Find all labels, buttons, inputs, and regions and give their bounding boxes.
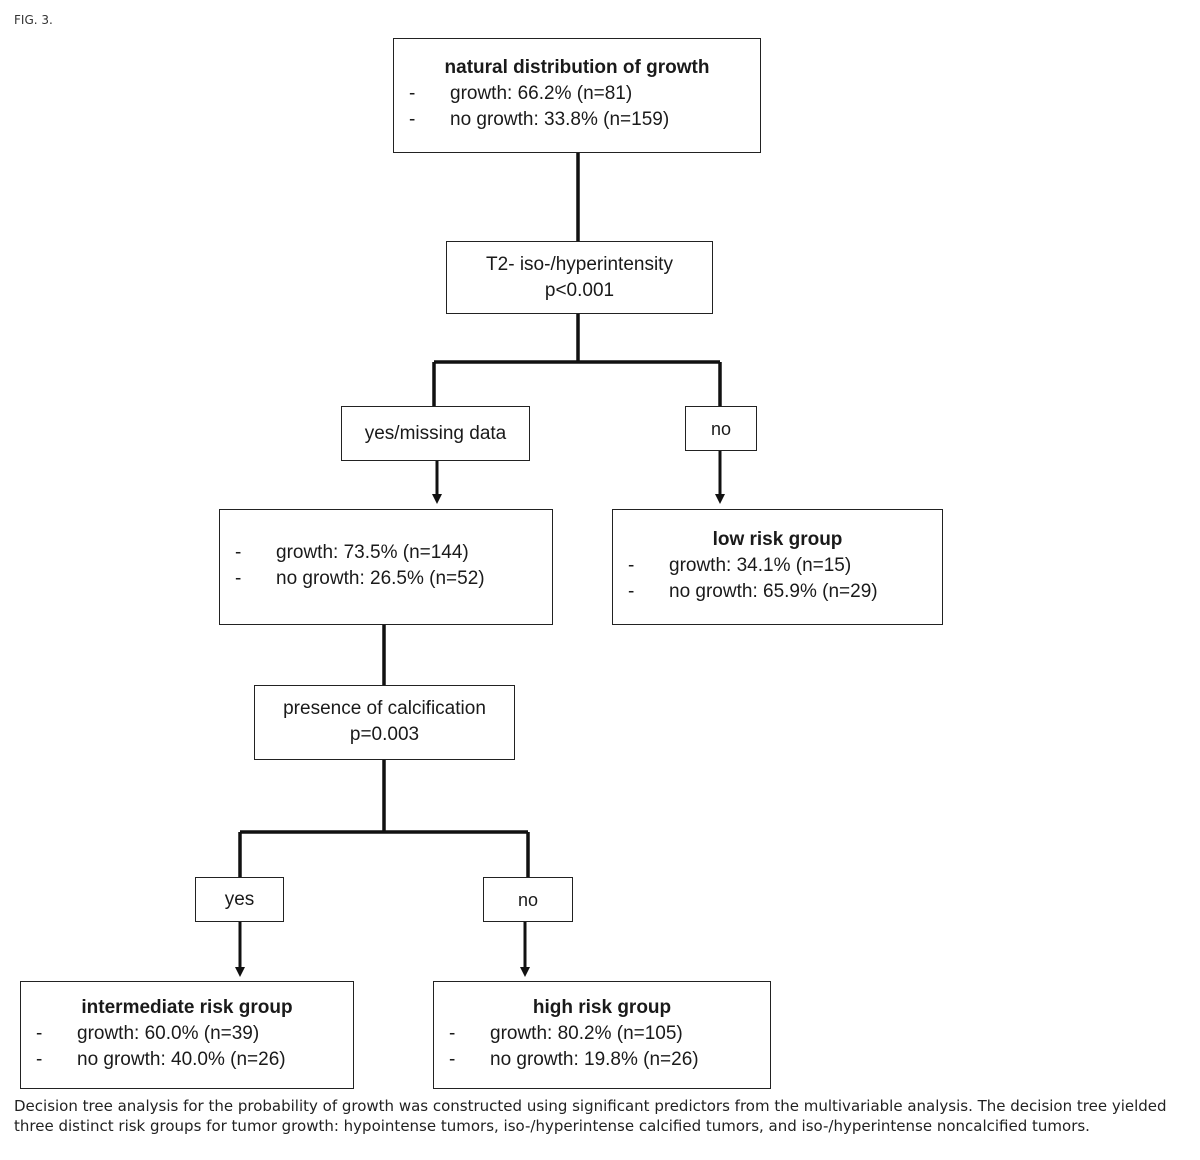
- inner-node: - growth: 73.5% (n=144) - no growth: 26.…: [219, 509, 553, 625]
- bullet-dash: -: [36, 1049, 43, 1070]
- intermediate-risk-group-node: intermediate risk group - growth: 60.0% …: [20, 981, 354, 1089]
- figure-caption: Decision tree analysis for the probabili…: [14, 1097, 1167, 1135]
- low-risk-group-node: low risk group - growth: 34.1% (n=15) - …: [612, 509, 943, 625]
- branch-label-no-2-text: no: [517, 889, 539, 910]
- bullet-dash: -: [628, 581, 635, 602]
- bullet-dash: -: [235, 568, 242, 589]
- root-node-line: - growth: 66.2% (n=81): [394, 81, 760, 107]
- high-risk-group-node: high risk group - growth: 80.2% (n=105) …: [433, 981, 771, 1089]
- split1-p-value: p<0.001: [544, 280, 615, 301]
- inner-no-growth-text: no growth: 26.5% (n=52): [276, 568, 485, 589]
- branch-label-no-2: no: [483, 877, 573, 922]
- bullet-dash: -: [235, 542, 242, 563]
- root-node-line: - no growth: 33.8% (n=159): [394, 107, 760, 133]
- bullet-dash: -: [409, 83, 416, 104]
- split2-p-value: p=0.003: [349, 724, 420, 745]
- high-risk-line: - growth: 80.2% (n=105): [434, 1021, 770, 1047]
- split1-variable: T2- iso-/hyperintensity: [486, 254, 673, 275]
- low-risk-no-growth-text: no growth: 65.9% (n=29): [669, 581, 878, 602]
- high-risk-title: high risk group: [532, 997, 672, 1018]
- low-risk-line: - growth: 34.1% (n=15): [613, 553, 942, 579]
- bullet-dash: -: [36, 1023, 43, 1044]
- high-risk-line: - no growth: 19.8% (n=26): [434, 1047, 770, 1073]
- intermediate-risk-title: intermediate risk group: [81, 997, 293, 1018]
- intermediate-risk-line: - no growth: 40.0% (n=26): [21, 1047, 353, 1073]
- figure-label: FIG. 3.: [14, 13, 53, 27]
- low-risk-line: - no growth: 65.9% (n=29): [613, 579, 942, 605]
- bullet-dash: -: [449, 1023, 456, 1044]
- root-node: natural distribution of growth - growth:…: [393, 38, 761, 153]
- inner-growth-text: growth: 73.5% (n=144): [276, 542, 469, 563]
- intermediate-risk-growth-text: growth: 60.0% (n=39): [77, 1023, 260, 1044]
- root-node-title: natural distribution of growth: [444, 57, 710, 78]
- root-no-growth-text: no growth: 33.8% (n=159): [450, 109, 670, 130]
- bullet-dash: -: [409, 109, 416, 130]
- inner-node-line: - growth: 73.5% (n=144): [220, 540, 552, 566]
- split-node-t2-intensity: T2- iso-/hyperintensity p<0.001: [446, 241, 713, 314]
- bullet-dash: -: [628, 555, 635, 576]
- high-risk-no-growth-text: no growth: 19.8% (n=26): [490, 1049, 699, 1070]
- bullet-dash: -: [449, 1049, 456, 1070]
- low-risk-title: low risk group: [712, 529, 843, 550]
- split-node-calcification: presence of calcification p=0.003: [254, 685, 515, 760]
- low-risk-growth-text: growth: 34.1% (n=15): [669, 555, 852, 576]
- high-risk-growth-text: growth: 80.2% (n=105): [490, 1023, 683, 1044]
- inner-node-line: - no growth: 26.5% (n=52): [220, 566, 552, 592]
- branch-label-yes-text: yes: [224, 888, 255, 910]
- root-growth-text: growth: 66.2% (n=81): [450, 83, 633, 104]
- intermediate-risk-no-growth-text: no growth: 40.0% (n=26): [77, 1049, 286, 1070]
- branch-label-no-1: no: [685, 406, 757, 451]
- branch-label-yes-missing: yes/missing data: [341, 406, 530, 461]
- split2-variable: presence of calcification: [283, 698, 486, 719]
- intermediate-risk-line: - growth: 60.0% (n=39): [21, 1021, 353, 1047]
- branch-label-no-1-text: no: [710, 418, 732, 439]
- branch-label-yes-missing-text: yes/missing data: [364, 422, 507, 444]
- branch-label-yes: yes: [195, 877, 284, 922]
